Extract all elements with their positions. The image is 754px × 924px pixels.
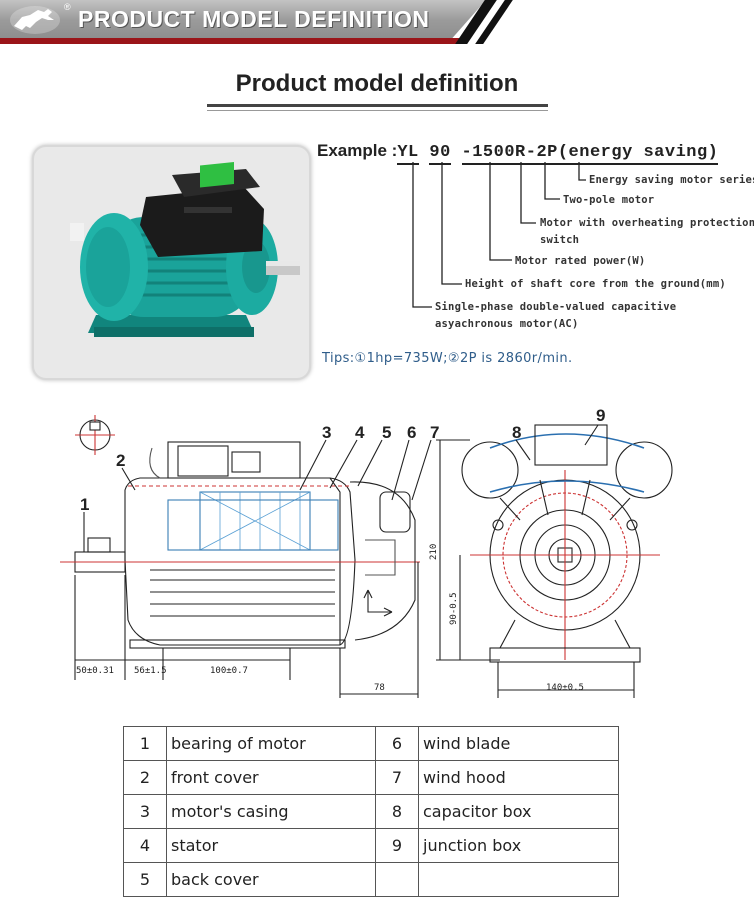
page-title: Product model definition xyxy=(235,70,519,97)
part-name xyxy=(418,862,619,897)
part-number-1: 1 xyxy=(80,495,89,514)
part-index: 7 xyxy=(375,760,419,795)
part-name: capacitor box xyxy=(418,794,619,829)
registered-mark: ® xyxy=(64,2,71,12)
part-index: 2 xyxy=(123,760,167,795)
tips-text: Tips:①1hp=735W;②2P is 2860r/min. xyxy=(322,351,573,366)
title-underline xyxy=(207,104,548,107)
part-index: 6 xyxy=(375,726,419,761)
part-number-9: 9 xyxy=(596,406,605,425)
part-number-4: 4 xyxy=(355,423,365,442)
parts-table: 1 bearing of motor 6 wind blade 2 front … xyxy=(123,726,619,897)
part-name: junction box xyxy=(418,828,619,863)
header-banner: ® PRODUCT MODEL DEFINITION xyxy=(0,0,754,44)
example-prefix: Example : xyxy=(317,141,398,160)
dimension-height: 210 xyxy=(429,544,439,560)
code-segment-yl: YL xyxy=(397,143,419,165)
model-example: Example :YL 90 -1500R-2P(energy saving) xyxy=(317,141,719,165)
motor-photo xyxy=(70,161,300,337)
title-underline-thin xyxy=(207,110,548,111)
part-index xyxy=(375,862,419,897)
technical-drawing: 1 2 3 4 5 6 7 8 9 50±0.31 56±1.5 100±0.7… xyxy=(60,406,673,698)
dimension-shaft-height: 90-0.5 xyxy=(449,592,459,625)
dimension-shaft-length: 50±0.31 xyxy=(76,666,114,676)
dimension-foot-offset: 56±1.5 xyxy=(134,666,167,676)
model-code: YL 90 -1500R-2P(energy saving) xyxy=(397,143,719,165)
part-index: 8 xyxy=(375,794,419,829)
part-name: bearing of motor xyxy=(166,726,376,761)
horse-logo-icon xyxy=(10,6,60,34)
motor-photo-frame xyxy=(32,145,311,380)
dimension-foot-spacing: 100±0.7 xyxy=(210,666,248,676)
code-segment-power: -1500 xyxy=(461,143,516,165)
example-leader-lines xyxy=(412,162,586,308)
header-band xyxy=(0,0,486,44)
part-index: 5 xyxy=(123,862,167,897)
part-index: 1 xyxy=(123,726,167,761)
code-segment-poles: -2P xyxy=(525,143,558,165)
part-name: stator xyxy=(166,828,376,863)
part-number-6: 6 xyxy=(407,423,416,442)
header-red-line xyxy=(0,38,460,44)
part-index: 4 xyxy=(123,828,167,863)
part-number-5: 5 xyxy=(382,423,391,442)
table-row: 2 front cover 7 wind hood xyxy=(123,760,619,795)
part-name: motor's casing xyxy=(166,794,376,829)
table-row: 4 stator 9 junction box xyxy=(123,828,619,863)
explanation-two-pole: Two-pole motor xyxy=(563,194,655,206)
part-number-7: 7 xyxy=(430,423,439,442)
part-name: front cover xyxy=(166,760,376,795)
explanation-capacitive-2: asyachronous motor(AC) xyxy=(435,318,579,330)
part-number-2: 2 xyxy=(116,451,125,470)
header-title: PRODUCT MODEL DEFINITION xyxy=(78,6,430,32)
code-segment-energy: (energy saving) xyxy=(557,143,719,165)
table-row: 1 bearing of motor 6 wind blade xyxy=(123,726,619,761)
table-row: 3 motor's casing 8 capacitor box xyxy=(123,794,619,829)
explanation-rated-power: Motor rated power(W) xyxy=(515,255,646,267)
part-number-8: 8 xyxy=(512,423,521,442)
explanation-overheating-switch: switch xyxy=(540,234,580,246)
explanation-overheating: Motor with overheating protection xyxy=(540,217,754,229)
dimension-foot-width: 140±0.5 xyxy=(546,683,584,693)
explanation-capacitive-1: Single-phase double-valued capacitive xyxy=(435,301,677,313)
part-name: wind hood xyxy=(418,760,619,795)
explanation-energy-saving: Energy saving motor series xyxy=(589,174,754,186)
part-index: 3 xyxy=(123,794,167,829)
table-row: 5 back cover xyxy=(123,862,619,897)
part-name: wind blade xyxy=(418,726,619,761)
part-number-3: 3 xyxy=(322,423,331,442)
part-index: 9 xyxy=(375,828,419,863)
dimension-rear: 78 xyxy=(374,683,385,693)
part-name: back cover xyxy=(166,862,376,897)
explanation-shaft-height: Height of shaft core from the ground(mm) xyxy=(465,278,726,290)
code-segment-height: 90 xyxy=(429,143,451,165)
